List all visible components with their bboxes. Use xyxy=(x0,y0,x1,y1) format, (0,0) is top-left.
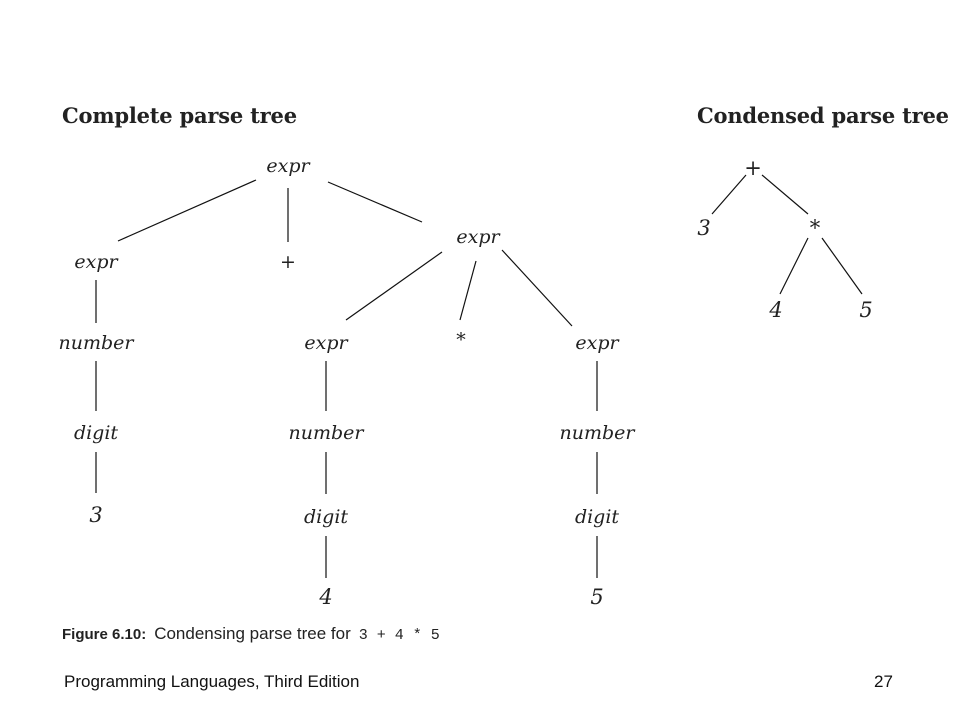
complete-node-n1: number xyxy=(59,332,136,354)
complete-node-star: * xyxy=(456,329,466,351)
figure-number: Figure 6.10: xyxy=(62,626,147,643)
complete-node-t4: 4 xyxy=(318,585,332,609)
complete-node-plus: + xyxy=(280,251,296,273)
complete-edge-e2-star xyxy=(459,260,477,321)
complete-edge-e2-e4 xyxy=(501,249,573,327)
complete-node-d3: digit xyxy=(575,506,619,528)
caption-expression: 3 + 4 * 5 xyxy=(358,627,440,644)
page-number: 27 xyxy=(874,672,893,691)
complete-node-d1: digit xyxy=(74,422,118,444)
complete-node-root: expr xyxy=(266,155,311,177)
complete-edge-root-e1 xyxy=(117,179,257,242)
condensed-tree-edges xyxy=(711,174,863,295)
complete-tree-nodes: expr expr + expr number digit 3 expr * expr number… xyxy=(59,155,637,609)
condensed-node-cplus: + xyxy=(744,156,762,180)
condensed-node-c4: 4 xyxy=(768,298,782,322)
complete-node-e4: expr xyxy=(575,332,620,354)
complete-node-t3: 3 xyxy=(89,503,102,527)
complete-node-e1: expr xyxy=(74,251,119,273)
condensed-edge-cstar-c4 xyxy=(779,237,809,295)
footer-course-title: Programming Languages, Third Edition xyxy=(64,672,360,691)
condensed-node-cstar: * xyxy=(810,216,821,240)
condensed-edge-cplus-cstar xyxy=(761,174,809,215)
condensed-node-c3: 3 xyxy=(697,216,710,240)
complete-node-e3: expr xyxy=(304,332,349,354)
complete-node-n3: number xyxy=(560,422,637,444)
complete-edge-root-e2 xyxy=(327,181,423,223)
complete-tree-edges xyxy=(95,179,598,578)
caption-text: Condensing parse tree for xyxy=(154,624,351,643)
complete-node-d2: digit xyxy=(304,506,348,528)
complete-node-e2: expr xyxy=(456,226,501,248)
complete-node-n2: number xyxy=(289,422,366,444)
complete-node-t5: 5 xyxy=(590,585,603,609)
condensed-edge-cstar-c5 xyxy=(821,237,863,295)
condensed-tree-heading: Condensed parse tree xyxy=(697,103,949,128)
condensed-node-c5: 5 xyxy=(859,298,872,322)
complete-tree-heading: Complete parse tree xyxy=(62,103,297,128)
complete-edge-e2-e3 xyxy=(345,251,443,321)
figure-caption: Figure 6.10: Condensing parse tree for 3… xyxy=(62,624,440,644)
condensed-tree-nodes: +3 * 4 5 xyxy=(697,156,872,322)
condensed-edge-cplus-c3 xyxy=(711,174,747,215)
